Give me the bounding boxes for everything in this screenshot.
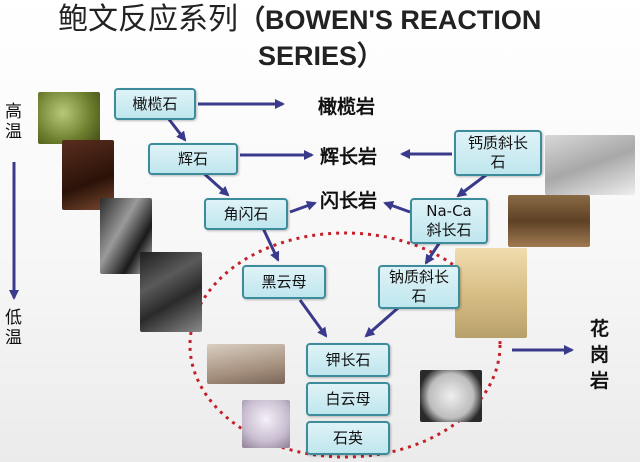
ca-plagioclase-label: 钙质斜长石	[467, 134, 528, 171]
quartz-box: 石英	[306, 421, 390, 455]
biotite-photo	[140, 252, 202, 332]
olivine-photo	[38, 92, 100, 144]
quartz-label: 石英	[332, 428, 363, 447]
diorite-label: 闪长岩	[320, 190, 378, 212]
na-plagioclase-photo	[455, 248, 527, 338]
pyroxene-box: 辉石	[148, 143, 238, 175]
ca-plagioclase-photo	[545, 135, 635, 195]
muscovite-box: 白云母	[306, 382, 390, 416]
na-plagioclase-label: 钠质斜长石	[388, 268, 449, 305]
na-ca-plagioclase-label-2: 斜长石	[426, 221, 472, 239]
low-temp-label: 低温	[5, 308, 22, 348]
gabbro-label: 辉长岩	[320, 146, 378, 168]
olivine-box: 橄榄石	[114, 88, 196, 120]
k-feldspar-photo	[207, 344, 285, 384]
na-ca-plagioclase-box: Na-Ca 斜长石	[410, 198, 488, 244]
amphibole-box: 角闪石	[204, 198, 288, 230]
title-zh: 鲍文反应系列	[58, 2, 238, 37]
k-feldspar-label: 钾长石	[325, 350, 371, 369]
na-ca-plagioclase-label-1: Na-Ca	[426, 202, 472, 220]
na-plagioclase-box: 钠质斜长石	[378, 265, 460, 309]
muscovite-photo	[242, 400, 290, 448]
muscovite-label: 白云母	[325, 389, 371, 408]
biotite-label: 黑云母	[261, 272, 307, 291]
ca-plagioclase-box: 钙质斜长石	[454, 130, 542, 176]
na-ca-plagioclase-photo	[508, 195, 590, 247]
olivine-label: 橄榄石	[132, 94, 178, 113]
quartz-photo	[420, 370, 482, 422]
peridotite-label: 橄榄岩	[318, 96, 376, 118]
amphibole-label: 角闪石	[223, 204, 269, 223]
page-title: 鲍文反应系列（BOWEN'S REACTION SERIES）	[58, 2, 578, 71]
high-temp-label: 高温	[5, 102, 22, 142]
title-en-line2: SERIES）	[258, 41, 385, 71]
k-feldspar-box: 钾长石	[306, 343, 390, 377]
granite-label: 花岗岩	[590, 318, 610, 392]
pyroxene-label: 辉石	[177, 149, 208, 168]
title-en-line1: （BOWEN'S REACTION	[238, 5, 542, 35]
biotite-box: 黑云母	[242, 265, 326, 299]
dashed-circle	[188, 231, 502, 459]
